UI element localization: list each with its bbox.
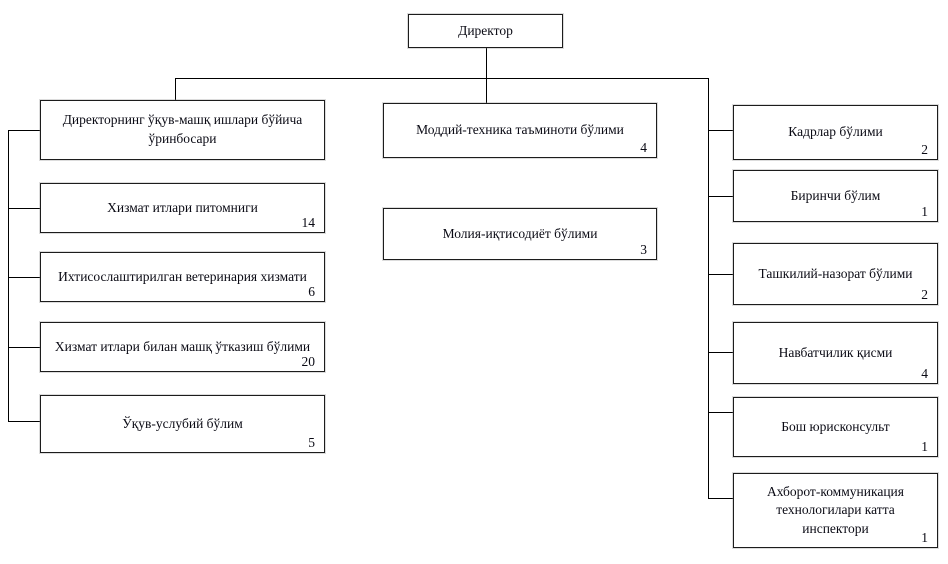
node-label: Директор	[458, 22, 513, 38]
org-node-dog-training-dept: Хизмат итлари билан машқ ўтказиш бўлими …	[40, 322, 325, 372]
connector-root-drop	[486, 48, 487, 103]
node-label: Директорнинг ўқув-машқ ишлари бўйича ўри…	[62, 112, 303, 146]
connector-right-branch-6	[708, 498, 733, 499]
node-count: 1	[921, 530, 928, 545]
node-count: 1	[921, 439, 928, 454]
node-label: Ихтисослаштирилган ветеринария хизмати	[58, 268, 307, 284]
node-label: Моддий-техника таъминоти бўлими	[416, 122, 624, 138]
node-count: 2	[921, 142, 928, 157]
node-label: Хизмат итлари питомниги	[107, 199, 258, 215]
org-node-director: Директор	[408, 14, 563, 48]
node-count: 6	[308, 284, 315, 299]
node-count: 20	[301, 354, 316, 369]
connector-left-branch-3	[8, 277, 40, 278]
node-label: Кадрлар бўлими	[788, 124, 883, 140]
connector-main-horizontal	[175, 78, 709, 79]
node-label: Биринчи бўлим	[790, 187, 881, 203]
node-label: Бош юрисконсульт	[781, 418, 890, 434]
connector-left-spine	[8, 130, 9, 421]
org-node-methodical-dept: Ўқув-услубий бўлим 5	[40, 395, 325, 453]
org-node-org-control-dept: Ташкилий-назорат бўлими 2	[733, 243, 938, 305]
connector-right-branch-4	[708, 352, 733, 353]
connector-left-branch-2	[8, 208, 40, 209]
org-node-duty-unit: Навбатчилик қисми 4	[733, 322, 938, 384]
node-count: 2	[921, 287, 928, 302]
connector-left-branch-4	[8, 347, 40, 348]
connector-right-branch-2	[708, 196, 733, 197]
connector-left-drop	[175, 78, 176, 100]
node-label: Навбатчилик қисми	[778, 344, 893, 360]
org-node-finance-dept: Молия-иқтисодиёт бўлими 3	[383, 208, 657, 260]
connector-left-branch-5	[8, 421, 40, 422]
org-node-dog-kennel: Хизмат итлари питомниги 14	[40, 183, 325, 233]
node-count: 3	[640, 242, 647, 257]
org-node-logistics-dept: Моддий-техника таъминоти бўлими 4	[383, 103, 657, 158]
node-label: Ахборот-коммуникация технологилари катта…	[767, 483, 904, 536]
node-count: 4	[640, 140, 647, 155]
org-node-chief-legal-counsel: Бош юрисконсульт 1	[733, 397, 938, 457]
connector-right-branch-3	[708, 274, 733, 275]
connector-left-branch-1	[8, 130, 40, 131]
node-label: Ташкилий-назорат бўлими	[758, 265, 913, 281]
node-label: Ўқув-услубий бўлим	[122, 415, 243, 431]
org-node-hr-dept: Кадрлар бўлими 2	[733, 105, 938, 160]
org-node-deputy-training: Директорнинг ўқув-машқ ишлари бўйича ўри…	[40, 100, 325, 160]
org-node-first-dept: Биринчи бўлим 1	[733, 170, 938, 222]
node-count: 5	[308, 435, 315, 450]
connector-right-branch-5	[708, 412, 733, 413]
node-count: 4	[921, 366, 928, 381]
org-node-ict-senior-inspector: Ахборот-коммуникация технологилари катта…	[733, 473, 938, 548]
node-count: 14	[301, 215, 316, 230]
node-label: Хизмат итлари билан машқ ўтказиш бўлими	[54, 338, 311, 354]
connector-right-spine	[708, 78, 709, 498]
node-label: Молия-иқтисодиёт бўлими	[442, 225, 598, 241]
connector-right-branch-1	[708, 130, 733, 131]
org-node-veterinary-service: Ихтисослаштирилган ветеринария хизмати 6	[40, 252, 325, 302]
node-count: 1	[921, 204, 928, 219]
